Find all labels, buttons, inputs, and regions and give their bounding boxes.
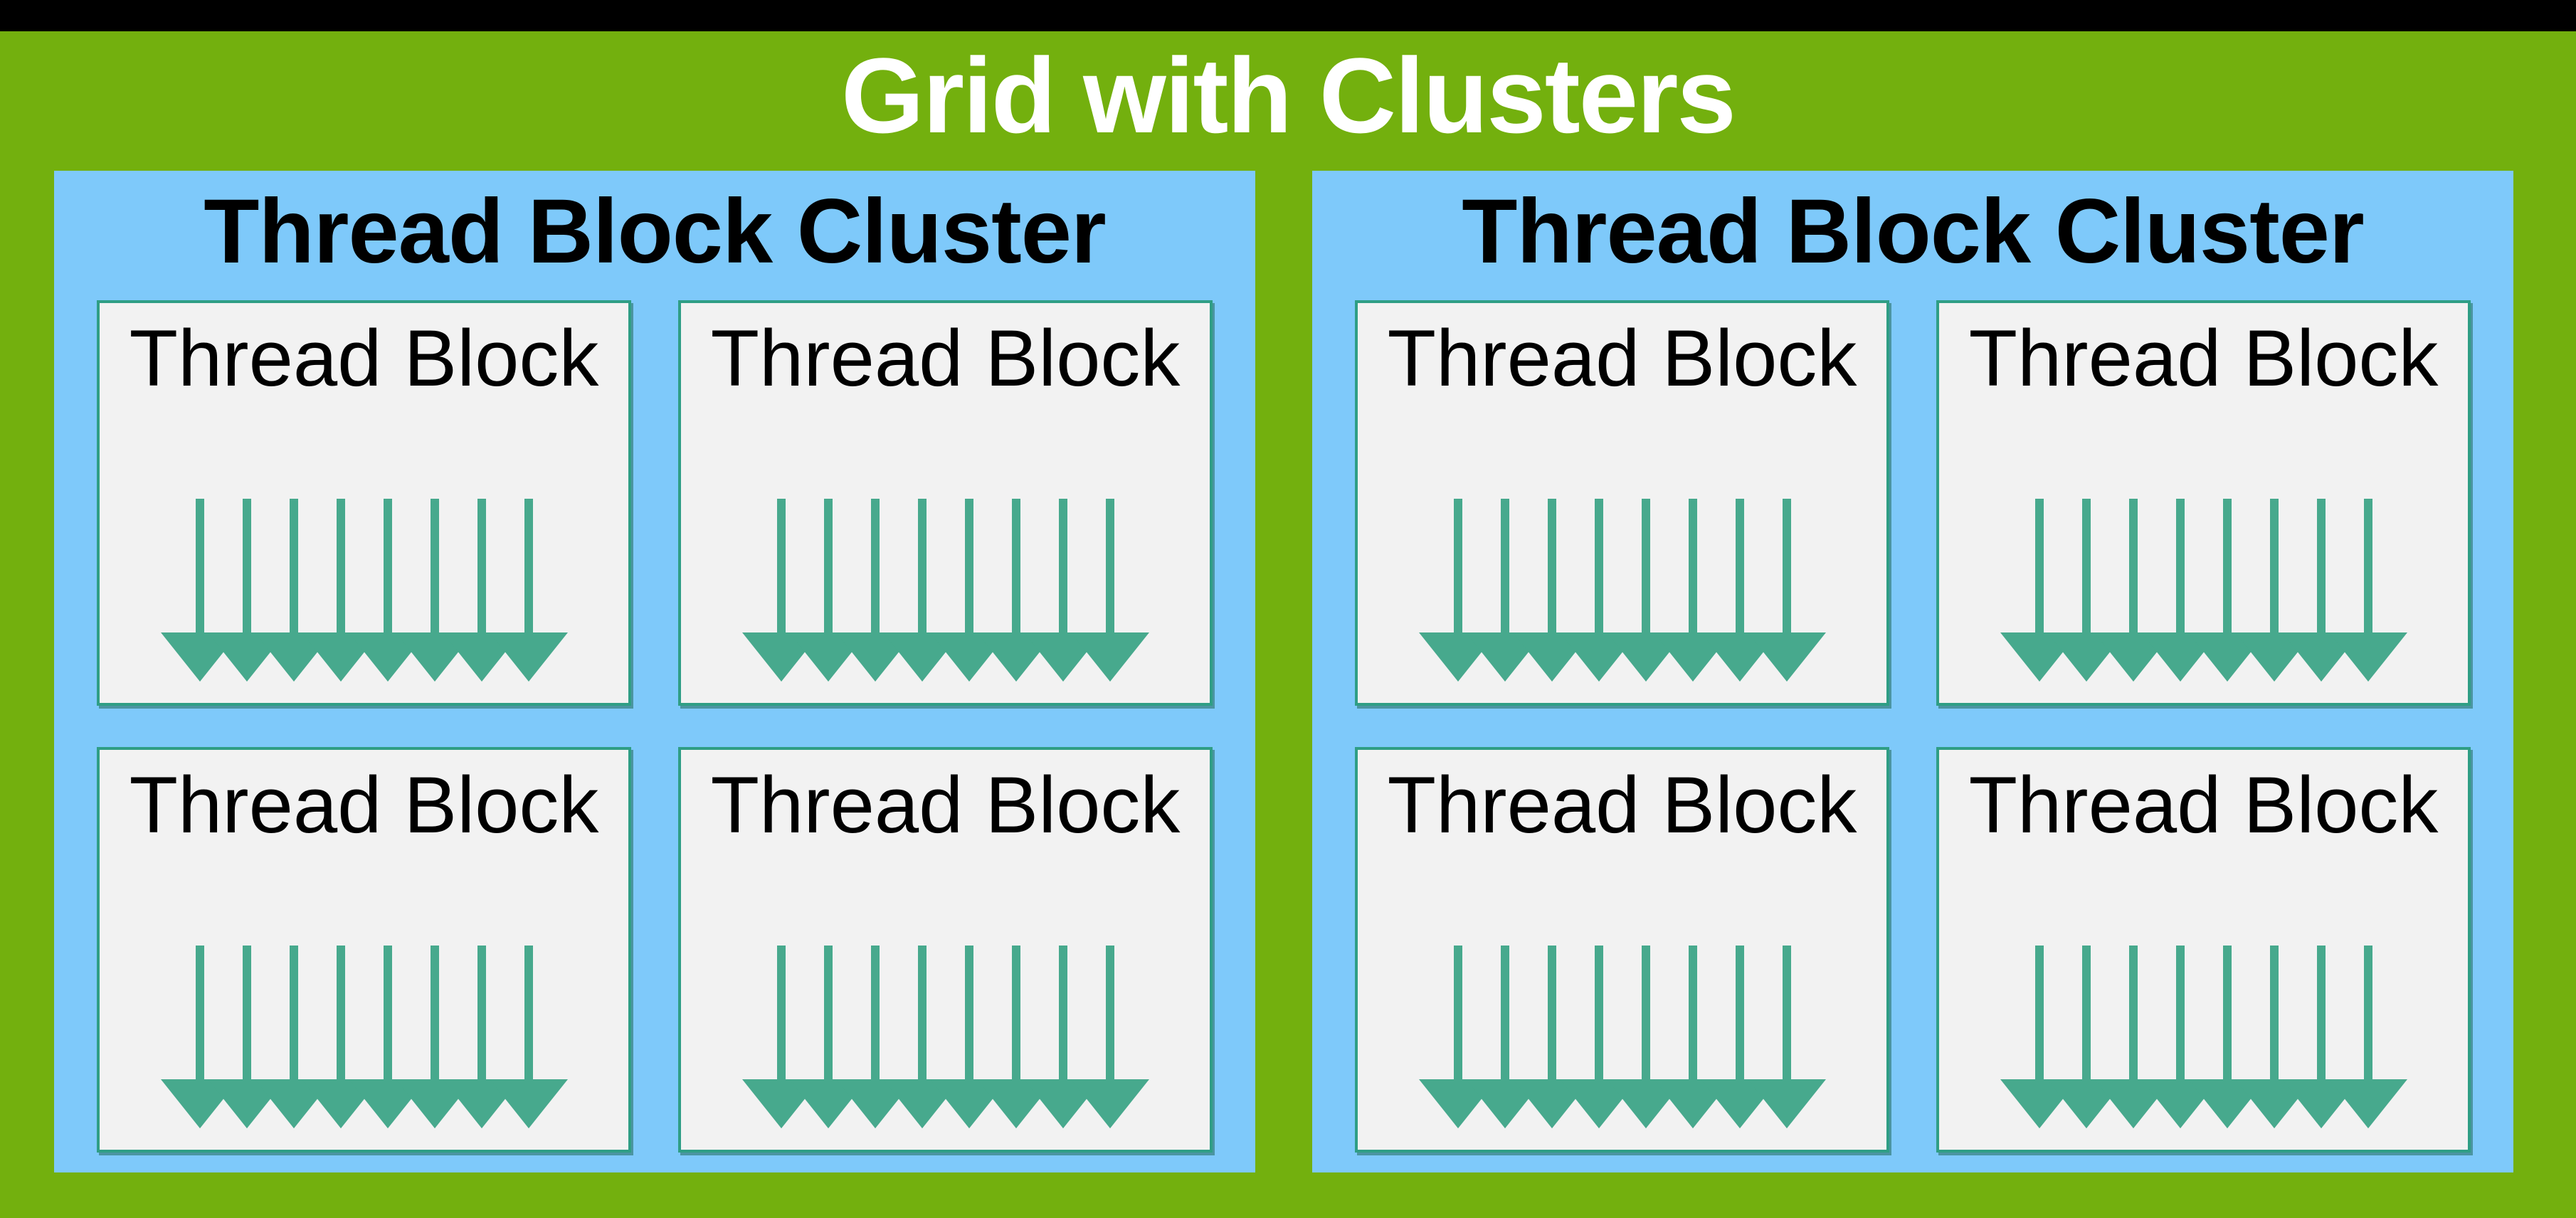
- thread-block-label: Thread Block: [129, 314, 599, 403]
- diagram-canvas: Grid with Clusters Thread Block Cluster …: [0, 0, 2576, 1172]
- thread-block: Thread Block: [1355, 747, 1889, 1153]
- thread-arrows: [2000, 946, 2407, 1128]
- cluster-title: Thread Block Cluster: [204, 180, 1106, 282]
- thread-arrow-icon: [1070, 499, 1149, 682]
- thread-block: Thread Block: [678, 747, 1213, 1153]
- thread-block: Thread Block: [1936, 300, 2471, 706]
- thread-arrows: [160, 946, 568, 1128]
- thread-block-label: Thread Block: [1968, 761, 2439, 849]
- page-title: Grid with Clusters: [841, 35, 1736, 155]
- thread-arrow-icon: [2328, 946, 2407, 1128]
- thread-arrows: [160, 499, 568, 682]
- thread-block: Thread Block: [97, 300, 631, 706]
- thread-block-label: Thread Block: [710, 761, 1181, 849]
- thread-arrow-icon: [489, 946, 568, 1128]
- thread-arrows: [741, 499, 1149, 682]
- thread-arrow-icon: [1747, 499, 1826, 682]
- thread-arrows: [741, 946, 1149, 1128]
- thread-block: Thread Block: [97, 747, 631, 1153]
- top-bar: [0, 0, 2576, 31]
- thread-block-cluster-left: Thread Block Cluster Thread Block Thread…: [54, 171, 1255, 1172]
- thread-arrow-icon: [2328, 499, 2407, 682]
- thread-block: Thread Block: [1355, 300, 1889, 706]
- thread-block-cluster-right: Thread Block Cluster Thread Block Thread…: [1312, 171, 2513, 1172]
- blocks-grid: Thread Block Thread Block Thread Block T…: [1312, 300, 2513, 1172]
- thread-arrows: [1418, 946, 1826, 1128]
- clusters-row: Thread Block Cluster Thread Block Thread…: [54, 171, 2513, 1172]
- title-row: Grid with Clusters: [0, 31, 2576, 171]
- thread-block-label: Thread Block: [710, 314, 1181, 403]
- blocks-grid: Thread Block Thread Block Thread Block T…: [54, 300, 1255, 1172]
- thread-arrows: [1418, 499, 1826, 682]
- thread-arrows: [2000, 499, 2407, 682]
- thread-block-label: Thread Block: [1968, 314, 2439, 403]
- thread-block-label: Thread Block: [1387, 761, 1857, 849]
- thread-arrow-icon: [1070, 946, 1149, 1128]
- cluster-title: Thread Block Cluster: [1462, 180, 2364, 282]
- thread-block-label: Thread Block: [129, 761, 599, 849]
- thread-arrow-icon: [489, 499, 568, 682]
- thread-block: Thread Block: [1936, 747, 2471, 1153]
- thread-block-label: Thread Block: [1387, 314, 1857, 403]
- thread-block: Thread Block: [678, 300, 1213, 706]
- thread-arrow-icon: [1747, 946, 1826, 1128]
